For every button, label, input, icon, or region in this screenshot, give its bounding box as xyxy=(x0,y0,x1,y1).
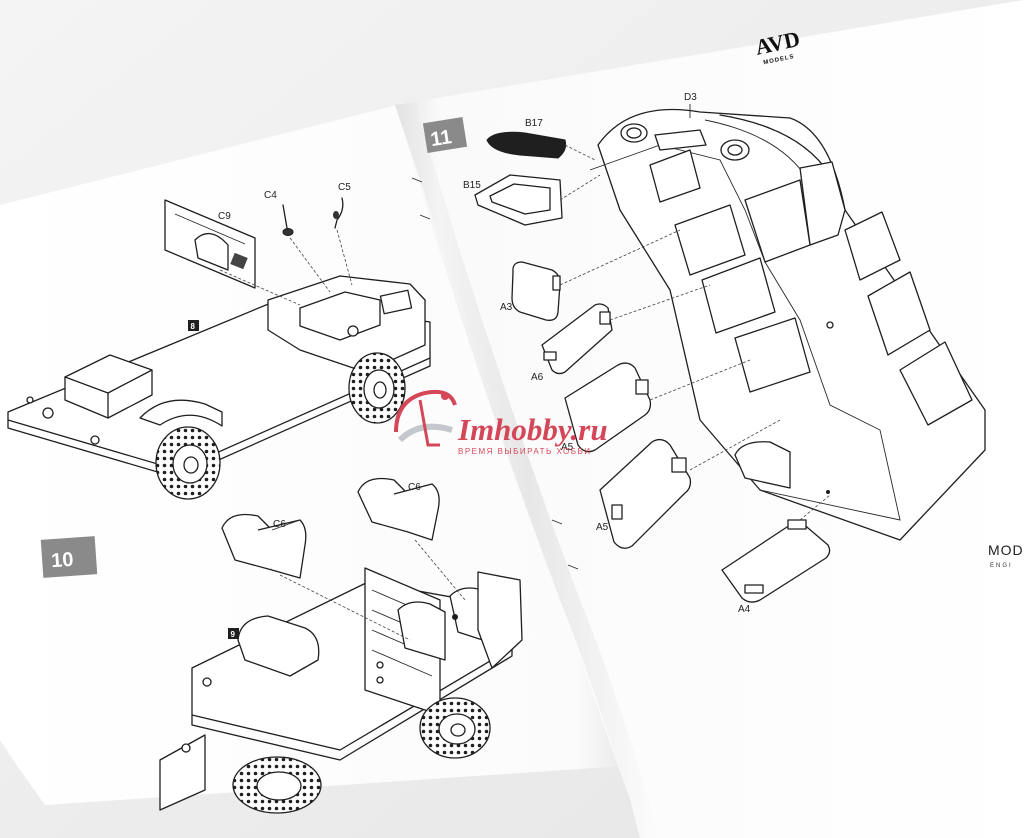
roof-hatch-inner xyxy=(727,144,743,156)
mounting-hole xyxy=(181,743,191,753)
rear-wheel xyxy=(348,352,406,424)
rear-housing-panel xyxy=(299,291,381,341)
label-b17: B17 xyxy=(525,118,543,129)
guide-line xyxy=(414,539,466,601)
brand-logo: AVD MODELS xyxy=(753,26,802,66)
label-a4: A4 xyxy=(738,604,751,615)
interior-panel xyxy=(701,257,776,334)
mounting-hole xyxy=(90,435,100,445)
step-8-illustration: 8 C9 C4 C5 xyxy=(7,182,431,500)
book-spine xyxy=(395,102,660,838)
mounting-hole xyxy=(42,407,54,419)
label-a3: A3 xyxy=(500,302,513,313)
watermark-site: Imhobby.ru xyxy=(457,412,608,447)
mounting-hole xyxy=(26,396,34,404)
part-b17 xyxy=(486,131,567,159)
watermark: Imhobby.ru ВРЕМЯ ВЫБИРАТЬ ХОББИ xyxy=(394,389,608,456)
part-c9 xyxy=(164,199,256,289)
label-a6: A6 xyxy=(531,372,544,383)
sub-step-badge-9 xyxy=(228,628,239,639)
panel-hole xyxy=(376,661,384,669)
label-c4: C4 xyxy=(264,190,277,201)
fender xyxy=(139,399,223,427)
chassis-box xyxy=(64,354,153,419)
rear-seat-block xyxy=(734,441,791,489)
label-c5: C5 xyxy=(338,182,351,193)
guide-line xyxy=(289,237,331,293)
label-c6-left: C6 xyxy=(273,519,286,530)
chassis-box-edges xyxy=(64,369,153,419)
interior-panel xyxy=(649,149,701,203)
staple xyxy=(567,564,579,570)
rear-wheel xyxy=(419,697,491,759)
mounting-hole xyxy=(202,677,212,687)
guide-line xyxy=(279,574,411,641)
part-b15 xyxy=(474,174,563,226)
side-window xyxy=(867,271,931,356)
label-d3: D3 xyxy=(684,92,697,103)
part-a5-lower xyxy=(599,438,692,549)
guide-line xyxy=(649,359,751,401)
step-11-illustration: B17 B15 D3 A3 A6 A5 xyxy=(463,92,986,615)
mounted-seat xyxy=(397,601,446,661)
label-c6-right: C6 xyxy=(408,482,421,493)
label-a5-upper: A5 xyxy=(561,442,574,453)
interior-panel xyxy=(674,204,746,276)
mount-point xyxy=(826,321,834,329)
side-frame xyxy=(477,571,523,669)
chassis-seat xyxy=(237,615,320,677)
part-a3 xyxy=(511,261,561,321)
sub-step-number-9: 9 xyxy=(231,630,236,639)
interior-panel xyxy=(734,317,811,393)
staple xyxy=(419,214,431,220)
guide-line xyxy=(219,269,301,306)
label-c9: C9 xyxy=(218,211,231,222)
part-c5 xyxy=(333,197,344,229)
front-wheel xyxy=(232,756,322,814)
chassis-front-plate xyxy=(159,734,206,811)
part-a5-upper xyxy=(564,362,652,453)
part-a6 xyxy=(541,303,613,375)
part-c4 xyxy=(282,204,294,236)
step-11-number: 11 xyxy=(429,126,453,151)
side-window xyxy=(899,341,973,426)
guide-line xyxy=(609,284,711,321)
front-wheel xyxy=(155,426,221,500)
guide-line xyxy=(564,144,596,161)
guide-line xyxy=(559,174,601,201)
watermark-tagline: ВРЕМЯ ВЫБИРАТЬ ХОББИ xyxy=(458,447,592,456)
roof-vent xyxy=(654,129,707,151)
chassis-edge xyxy=(191,647,513,761)
edge-text-sub: ENGI xyxy=(990,563,1013,569)
watermark-logo-icon xyxy=(394,389,457,447)
mount-point xyxy=(452,614,458,620)
step-11-badge: 11 xyxy=(422,117,468,153)
label-a5-lower: A5 xyxy=(596,522,609,533)
sub-step-number-8: 8 xyxy=(191,322,196,331)
step-10-number: 10 xyxy=(50,549,74,572)
roof-hatch-inner xyxy=(626,127,642,139)
rear-housing-block xyxy=(379,289,413,315)
guide-line xyxy=(799,494,831,521)
side-window xyxy=(844,211,901,281)
housing-hole xyxy=(347,325,359,337)
step-10-badge: 10 xyxy=(40,536,98,578)
part-a4 xyxy=(721,519,831,603)
guide-line xyxy=(689,419,781,471)
guide-line xyxy=(559,229,681,286)
panel-hole xyxy=(376,676,384,684)
sub-step-badge-8 xyxy=(188,320,199,331)
staple xyxy=(551,519,563,525)
guide-line xyxy=(336,229,353,286)
part-c6-left xyxy=(221,513,307,579)
door-window xyxy=(744,179,811,263)
label-b15: B15 xyxy=(463,180,481,191)
mount-point xyxy=(826,490,830,494)
staple xyxy=(411,177,423,183)
edge-text-main: MOD xyxy=(988,542,1024,558)
step-10-illustration: 9 C6 C6 xyxy=(159,477,523,814)
part-c6-right xyxy=(357,477,440,541)
